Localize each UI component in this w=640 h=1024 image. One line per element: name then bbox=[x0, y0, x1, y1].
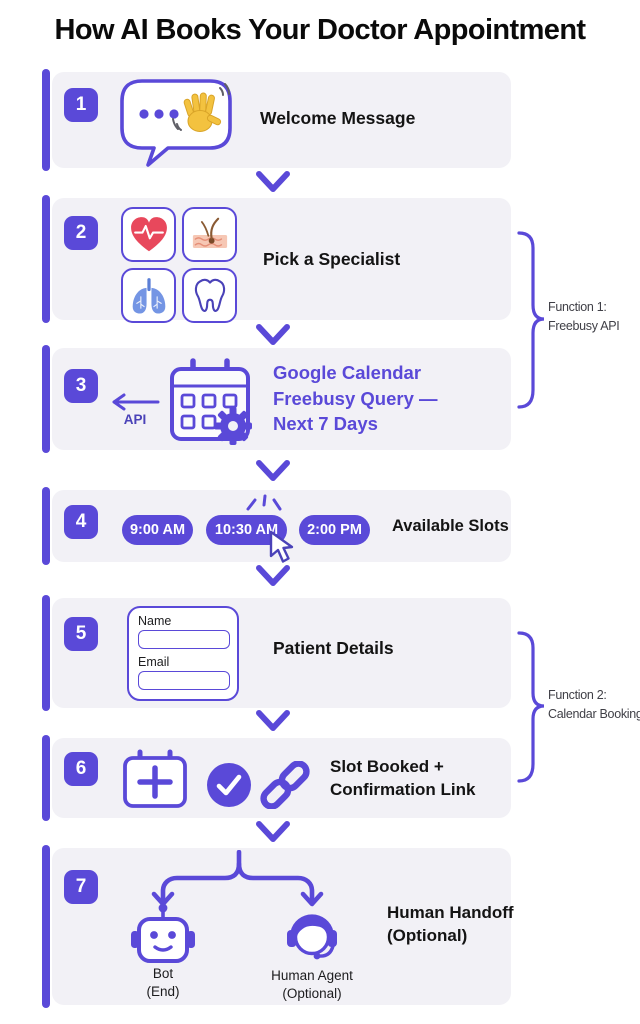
gear-icon bbox=[214, 407, 252, 445]
click-sparkle-icon bbox=[246, 494, 282, 511]
function2-brace-icon bbox=[517, 631, 545, 783]
api-label: API bbox=[123, 412, 147, 427]
dental-cell bbox=[182, 268, 237, 323]
link-icon bbox=[260, 761, 310, 809]
heart-pulse-icon bbox=[130, 216, 167, 251]
specialist-grid bbox=[121, 207, 237, 323]
function1-label: Function 1: Freebusy API bbox=[548, 300, 620, 333]
step-number-badge: 4 bbox=[64, 505, 98, 539]
step-label: Patient Details bbox=[273, 638, 394, 658]
waving-hand-icon bbox=[172, 83, 230, 132]
slot-button-2pm[interactable]: 2:00 PM bbox=[299, 515, 370, 545]
dermatology-cell bbox=[182, 207, 237, 262]
calendar-plus-icon bbox=[123, 749, 187, 808]
chevron-down-icon bbox=[256, 171, 290, 192]
tooth-icon bbox=[194, 278, 225, 312]
step-accent-bar bbox=[42, 595, 50, 711]
step-accent-bar bbox=[42, 69, 50, 171]
step-label: Pick a Specialist bbox=[263, 249, 401, 269]
step-label: Google Calendar Freebusy Query — Next 7 … bbox=[273, 362, 438, 434]
agent-caption: Human Agent (Optional) bbox=[271, 968, 353, 1001]
step-label: Available Slots bbox=[392, 517, 509, 535]
step-row-5: 5 Name Email Patient Details bbox=[42, 595, 511, 711]
step-number-badge: 2 bbox=[64, 216, 98, 250]
lungs-icon bbox=[132, 277, 165, 314]
name-input[interactable] bbox=[138, 630, 230, 649]
email-input[interactable] bbox=[138, 671, 230, 690]
skin-dermatology-icon bbox=[192, 217, 227, 248]
chevron-down-icon bbox=[256, 821, 290, 842]
pulmonology-cell bbox=[121, 268, 176, 323]
chevron-down-icon bbox=[256, 324, 290, 345]
step-accent-bar bbox=[42, 845, 50, 1008]
slot-button-1030am[interactable]: 10:30 AM bbox=[206, 515, 287, 545]
step-row-1: 1 bbox=[42, 69, 511, 171]
function2-label: Function 2: Calendar Booking bbox=[548, 688, 640, 721]
chevron-down-icon bbox=[256, 565, 290, 586]
step-accent-bar bbox=[42, 195, 50, 323]
slot-button-9am[interactable]: 9:00 AM bbox=[122, 515, 193, 545]
step-number-badge: 6 bbox=[64, 752, 98, 786]
name-field-label: Name bbox=[138, 614, 172, 628]
email-field-label: Email bbox=[138, 655, 170, 669]
step-accent-bar bbox=[42, 345, 50, 453]
step-card bbox=[52, 348, 511, 450]
step-row-3: 3 API bbox=[42, 345, 511, 453]
robot-icon bbox=[131, 903, 195, 963]
step-accent-bar bbox=[42, 735, 50, 821]
check-circle-icon bbox=[207, 763, 251, 807]
step-row-7: 7 Bo bbox=[42, 845, 514, 1008]
step-row-4: 4 9:00 AM 10:30 AM 2:00 PM Available Slo… bbox=[42, 487, 511, 565]
page-title: How AI Books Your Doctor Appointment bbox=[54, 14, 586, 46]
step-card bbox=[52, 848, 511, 1005]
step-number-badge: 1 bbox=[64, 88, 98, 122]
step-label: Human Handoff (Optional) bbox=[387, 903, 514, 945]
cardiology-cell bbox=[121, 207, 176, 262]
branch-arrows-icon bbox=[151, 850, 324, 907]
step-label: Slot Booked + Confirmation Link bbox=[330, 757, 476, 799]
api-arrow-icon bbox=[112, 393, 160, 411]
step-row-2: 2 bbox=[42, 195, 511, 323]
step-row-6: 6 Slot Booked + Confirmation Link bbox=[42, 735, 511, 821]
step-number-badge: 7 bbox=[64, 870, 98, 904]
patient-form: Name Email bbox=[127, 606, 239, 701]
human-agent-headset-icon bbox=[287, 914, 337, 960]
cursor-pointer-icon bbox=[269, 530, 294, 563]
step-label: Welcome Message bbox=[260, 108, 416, 128]
bot-caption: Bot (End) bbox=[146, 966, 180, 999]
chevron-down-icon bbox=[256, 710, 290, 731]
calendar-gear-icon bbox=[170, 358, 252, 445]
step-number-badge: 5 bbox=[64, 617, 98, 651]
step-accent-bar bbox=[42, 487, 50, 565]
chat-bubble-icon bbox=[120, 79, 232, 167]
function1-brace-icon bbox=[517, 231, 545, 409]
chevron-down-icon bbox=[256, 460, 290, 481]
step-number-badge: 3 bbox=[64, 369, 98, 403]
